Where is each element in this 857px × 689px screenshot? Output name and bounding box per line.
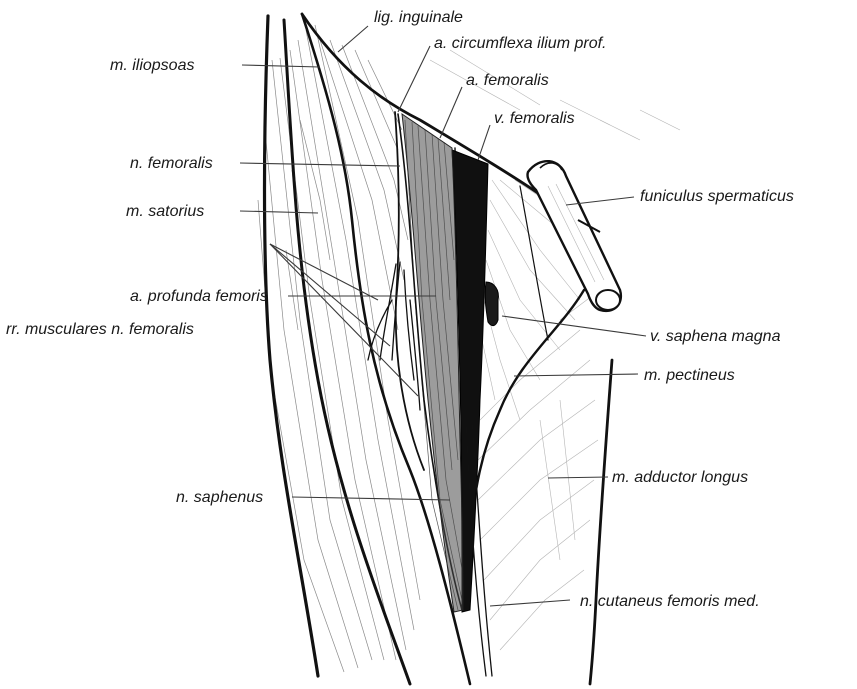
label-rr-musculares-n-femoralis: rr. musculares n. femoralis — [6, 321, 194, 338]
label-n-cutaneus-femoris-med: n. cutaneus femoris med. — [580, 593, 760, 610]
label-lig-inguinale: lig. inguinale — [374, 9, 463, 26]
label-v-saphena-magna: v. saphena magna — [650, 328, 781, 345]
labels: lig. inguinale a. circumflexa ilium prof… — [6, 9, 794, 610]
label-m-iliopsoas: m. iliopsoas — [110, 57, 194, 74]
label-a-femoralis: a. femoralis — [466, 72, 549, 89]
label-funiculus-spermaticus: funiculus spermaticus — [640, 188, 794, 205]
label-a-profunda-femoris: a. profunda femoris — [130, 288, 268, 305]
label-n-saphenus: n. saphenus — [176, 489, 263, 506]
label-m-satorius: m. satorius — [126, 203, 204, 220]
label-v-femoralis: v. femoralis — [494, 110, 575, 127]
saphena-magna-stump — [485, 282, 498, 326]
label-a-circumflexa-ilium-prof: a. circumflexa ilium prof. — [434, 35, 607, 52]
label-m-pectineus: m. pectineus — [644, 367, 735, 384]
label-m-adductor-longus: m. adductor longus — [612, 469, 748, 486]
spermatic-cord — [527, 161, 620, 311]
label-n-femoralis: n. femoralis — [130, 155, 213, 172]
